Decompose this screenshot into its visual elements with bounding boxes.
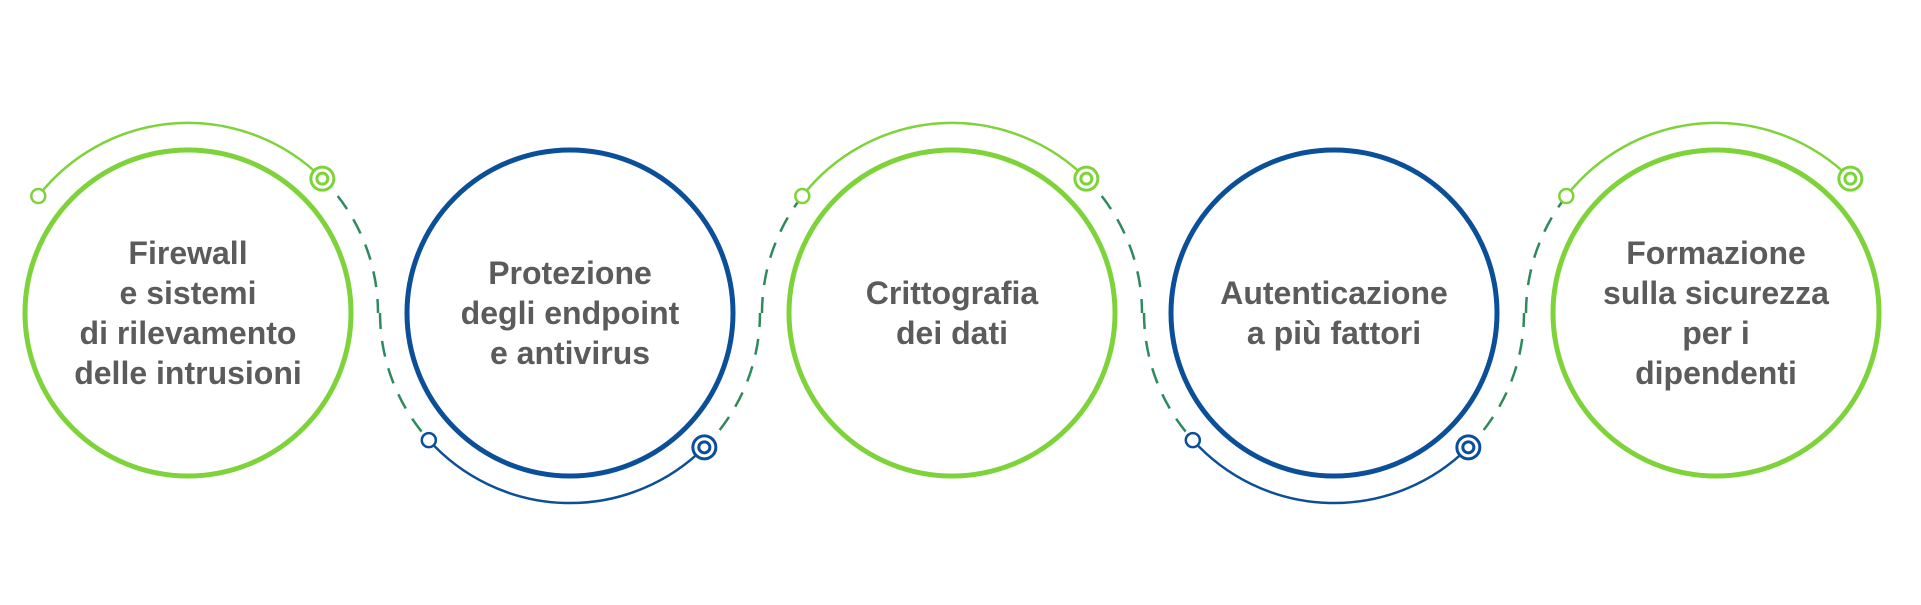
step-4-ring bbox=[1168, 147, 1500, 479]
orbit-arcs bbox=[30, 121, 1864, 505]
step-2-line-2: degli endpoint bbox=[460, 295, 680, 331]
step-4-end-node-inner bbox=[1461, 440, 1476, 455]
step-5-orbit-arc bbox=[1565, 121, 1852, 197]
step-4-start-node bbox=[1184, 431, 1202, 449]
connector-1-2 bbox=[336, 195, 426, 436]
step-3-line-2: dei dati bbox=[895, 315, 1008, 351]
step-5-line-1: Formazione bbox=[1626, 235, 1806, 271]
step-3-end-node-inner bbox=[1079, 171, 1094, 186]
step-2-label: Protezione degli endpoint e antivirus bbox=[420, 253, 720, 373]
step-3-orbit-arc bbox=[801, 121, 1088, 197]
step-4-orbit-arc bbox=[1191, 439, 1470, 505]
step-rings bbox=[22, 147, 1882, 479]
step-4-line-2: a più fattori bbox=[1246, 315, 1422, 351]
step-2-ring bbox=[404, 147, 736, 479]
step-5-start-node bbox=[1558, 187, 1575, 205]
step-5-end-node-inner bbox=[1843, 171, 1858, 186]
step-1-line-2: e sistemi bbox=[119, 275, 257, 311]
step-3-label: Crittografia dei dati bbox=[802, 273, 1102, 353]
step-3-line-1: Crittografia bbox=[865, 275, 1039, 311]
step-5-ring bbox=[1550, 147, 1882, 479]
step-5-line-3: per i bbox=[1682, 315, 1750, 351]
step-1-ring bbox=[22, 147, 354, 479]
step-1-line-4: delle intrusioni bbox=[74, 355, 302, 391]
step-2-line-3: e antivirus bbox=[489, 335, 651, 371]
step-2-end-node-inner bbox=[697, 440, 712, 455]
step-1-start-node bbox=[30, 187, 47, 205]
step-5-line-2: sulla sicurezza bbox=[1603, 275, 1829, 311]
connector-3-4 bbox=[1100, 195, 1190, 436]
step-2-orbit-arc bbox=[427, 439, 706, 505]
step-1-orbit-arc bbox=[37, 121, 324, 197]
dashed-connectors bbox=[336, 190, 1572, 436]
step-2-line-1: Protezione bbox=[488, 255, 652, 291]
step-1-line-1: Firewall bbox=[128, 235, 248, 271]
step-1-end-node-inner bbox=[315, 171, 330, 186]
step-2-start-node bbox=[420, 431, 438, 449]
step-1-line-3: di rilevamento bbox=[79, 315, 297, 351]
step-5-line-4: dipendenti bbox=[1635, 355, 1797, 391]
step-5-label: Formazione sulla sicurezza per i dipende… bbox=[1566, 233, 1866, 393]
step-3-start-node bbox=[794, 187, 811, 205]
step-3-ring bbox=[786, 147, 1118, 479]
step-4-label: Autenticazione a più fattori bbox=[1184, 273, 1484, 353]
step-4-line-1: Autenticazione bbox=[1220, 275, 1448, 311]
step-1-label: Firewall e sistemi di rilevamento delle … bbox=[38, 233, 338, 393]
